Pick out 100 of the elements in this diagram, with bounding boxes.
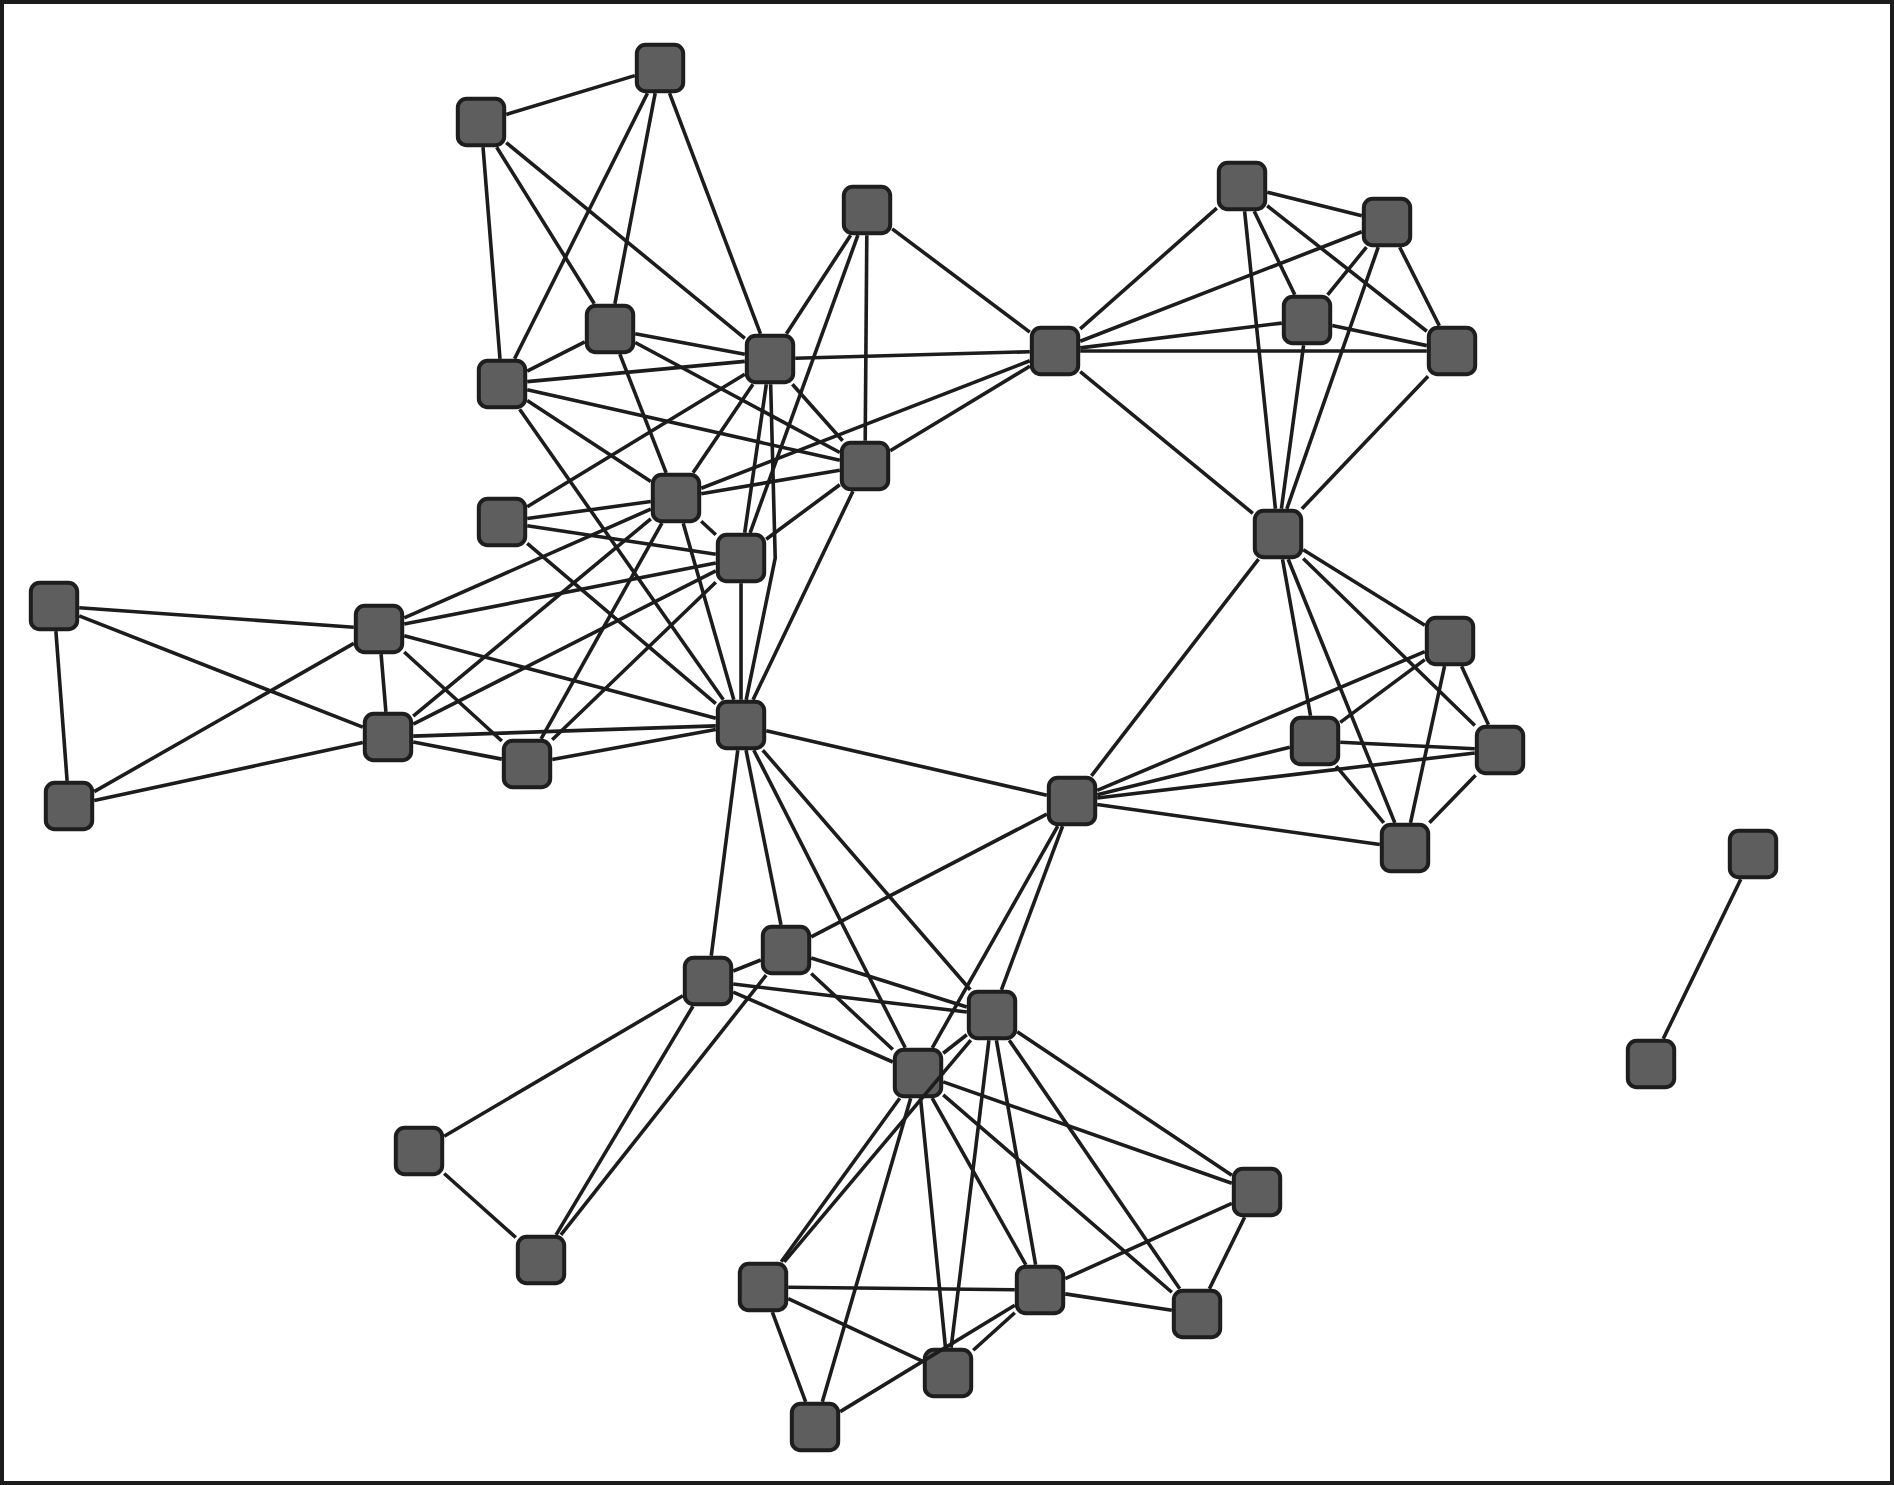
connector-line [79, 606, 354, 629]
connector-line [791, 383, 844, 442]
network-node [744, 333, 796, 385]
network-node [476, 496, 528, 548]
connector-line [942, 1093, 1173, 1294]
connector-line [700, 519, 718, 537]
connector-line [889, 364, 1031, 453]
connector-line [526, 399, 652, 483]
connector-line [559, 974, 768, 1236]
network-node [1289, 715, 1341, 767]
network-node [501, 738, 553, 790]
connector-line [709, 749, 740, 957]
network-node [393, 1125, 445, 1177]
connector-line [751, 490, 855, 701]
connector-line [1079, 206, 1218, 331]
connector-line [784, 234, 853, 335]
network-node [1014, 1264, 1066, 1316]
connector-line [1096, 650, 1426, 793]
connector-line [765, 729, 1048, 797]
connector-line [667, 92, 763, 335]
connector-line [634, 331, 746, 357]
network-node [737, 1261, 789, 1313]
network-node [1171, 1288, 1223, 1340]
connector-line [1079, 230, 1363, 343]
network-node [455, 96, 507, 148]
connector-line [788, 1285, 1015, 1292]
network-node [1281, 294, 1333, 346]
connector-line [526, 387, 841, 463]
connector-line [1080, 321, 1283, 350]
connector-line [744, 749, 783, 926]
network-node [1727, 828, 1779, 880]
connector-line [526, 372, 746, 509]
connector-line [1301, 557, 1477, 727]
connector-line [1459, 665, 1491, 726]
connector-line [1331, 323, 1428, 348]
network-node [760, 924, 812, 976]
connector-line [1096, 802, 1381, 847]
connector-line [1007, 1039, 1182, 1290]
connector-line [93, 641, 355, 794]
network-node [1379, 822, 1431, 874]
connector-line [554, 1005, 695, 1236]
connector-line [54, 631, 69, 781]
network-node [1029, 325, 1081, 377]
connector-line [1280, 558, 1313, 717]
network-node [1426, 325, 1478, 377]
network-node [362, 711, 414, 763]
network-node [43, 780, 95, 832]
connector-line [93, 740, 364, 803]
connector-line [994, 1039, 1038, 1266]
connector-line [1408, 665, 1447, 824]
connector-line [634, 340, 841, 455]
network-node [841, 184, 893, 236]
connector-line [863, 235, 869, 441]
connector-line [770, 1311, 808, 1403]
connector-line [1340, 740, 1475, 751]
connector-line [526, 524, 717, 556]
connector-line [1079, 370, 1254, 515]
connector-line [1090, 558, 1260, 777]
connector-line [1339, 658, 1426, 724]
network-node [1424, 615, 1476, 667]
connector-line [949, 1039, 991, 1349]
connector-line [700, 468, 841, 496]
connector-line [1398, 246, 1441, 327]
connector-line [782, 1039, 973, 1263]
connector-line [1080, 349, 1427, 353]
network-node [1216, 160, 1268, 212]
connector-line [691, 383, 755, 474]
connector-line [761, 749, 972, 991]
connector-line [1097, 751, 1476, 800]
connector-line [930, 825, 1060, 1049]
connector-line [918, 1098, 948, 1348]
connector-line [810, 956, 968, 1009]
connector-line [810, 972, 895, 1051]
network-node [353, 603, 405, 655]
connector-line [742, 383, 769, 534]
connector-line [443, 1172, 517, 1239]
connector-line [733, 982, 968, 1014]
connector-line [1285, 246, 1380, 510]
connector-line [1016, 1030, 1233, 1177]
connector-line [839, 1303, 1016, 1414]
connector-line [820, 1097, 913, 1403]
connector-line [550, 580, 718, 742]
network-node [715, 699, 767, 751]
connector-line [1266, 190, 1363, 218]
connector-line [999, 825, 1065, 991]
connector-line [1428, 773, 1477, 825]
connector-line [526, 340, 586, 373]
connector-line [527, 359, 745, 384]
connector-line [613, 92, 657, 305]
connector-line [512, 92, 650, 360]
connector-line [765, 483, 841, 541]
connector-line [942, 1080, 1233, 1185]
connector-line [539, 522, 664, 740]
connector-line [732, 990, 894, 1064]
network-node [1231, 1166, 1283, 1218]
connector-line [739, 583, 743, 700]
connector-line [403, 650, 503, 743]
network-node [650, 472, 702, 524]
connector-line [700, 359, 1031, 490]
connector-line [526, 542, 717, 705]
